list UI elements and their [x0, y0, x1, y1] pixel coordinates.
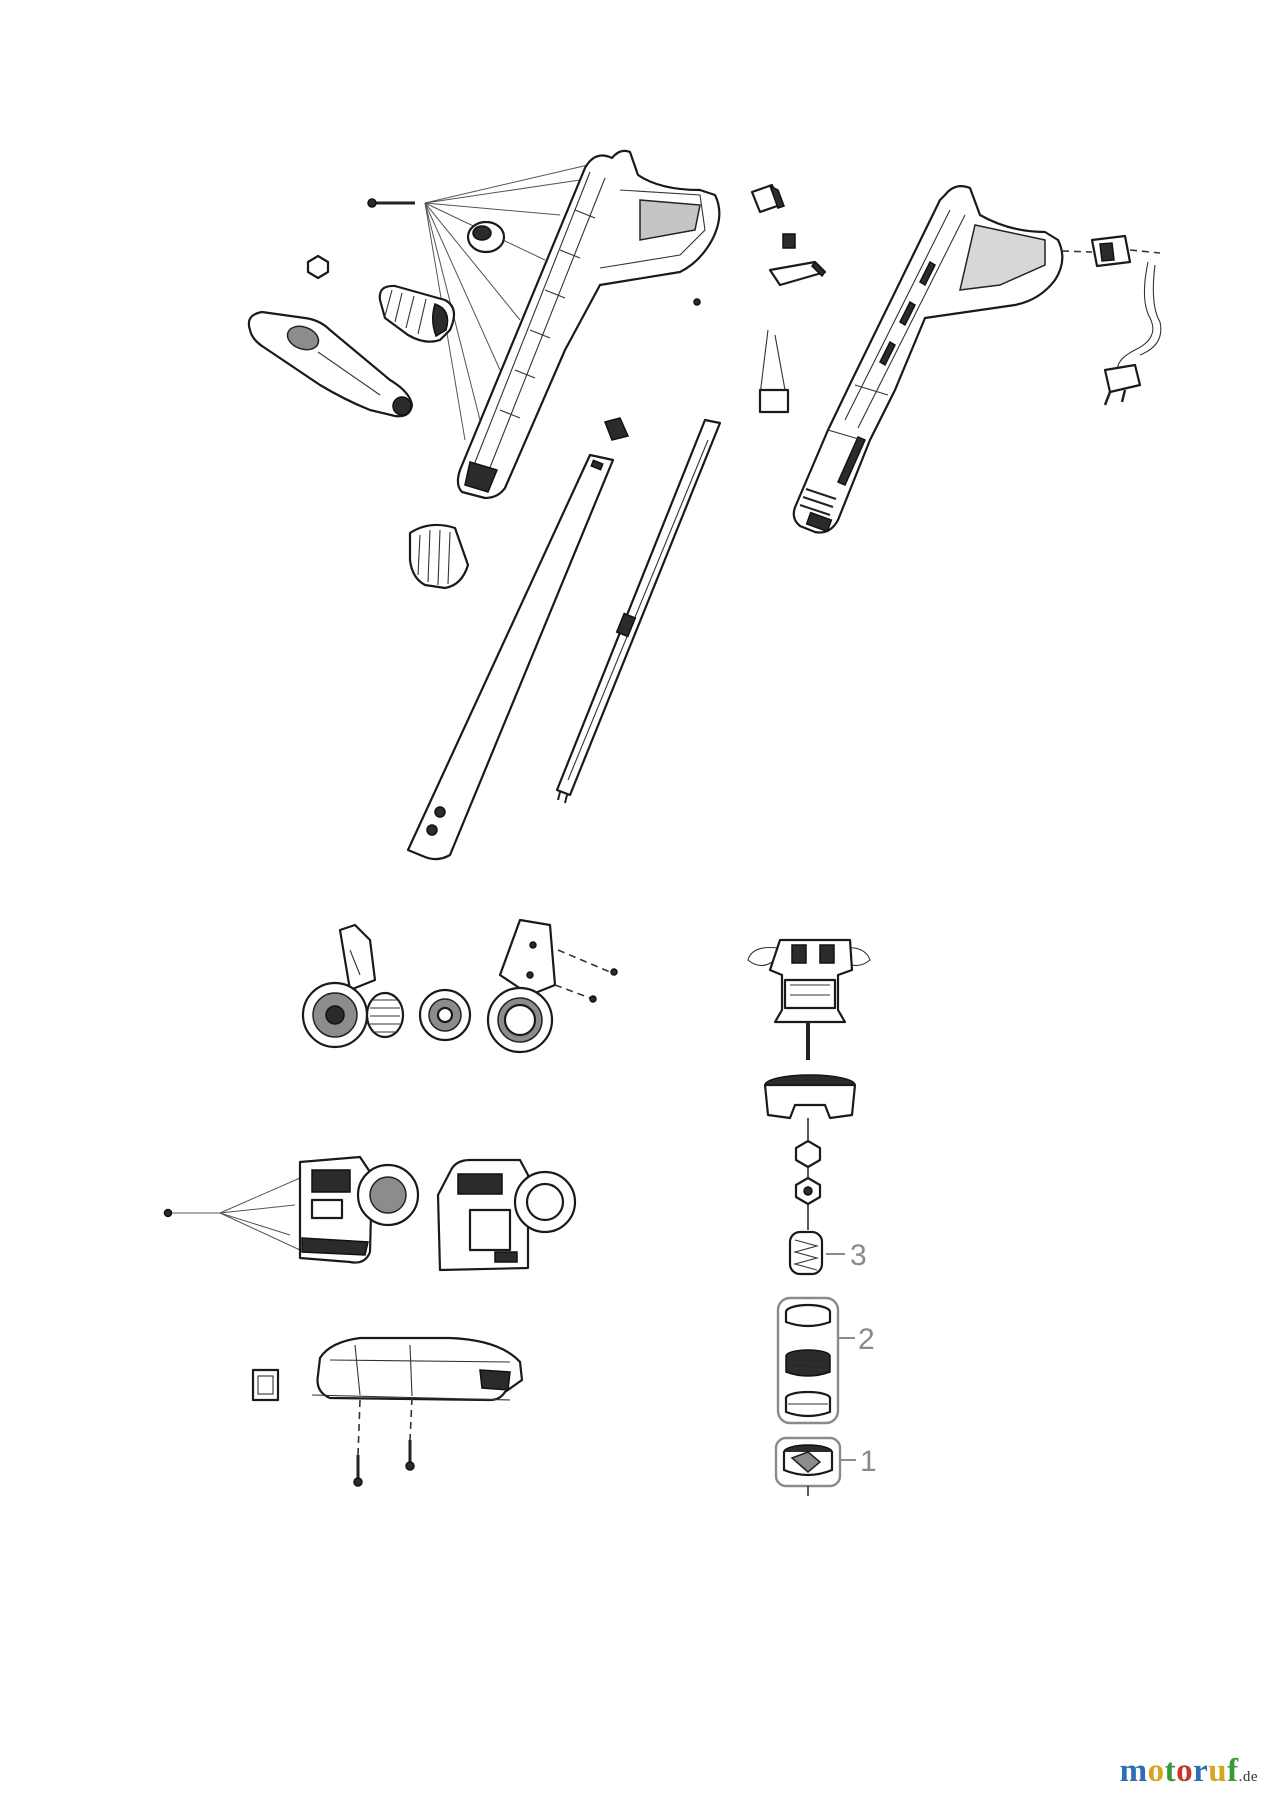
handle-left-shell-assembly: [247, 149, 827, 861]
grip-ribs: [799, 488, 837, 516]
motor-housing-assembly: [163, 1155, 577, 1272]
logo-domain: .de: [1238, 1769, 1258, 1785]
knob-small-icon: [466, 220, 506, 254]
drive-nut-icon: [794, 1139, 822, 1169]
joint-spring-icon: [365, 991, 405, 1039]
logo-letter: t: [1164, 1753, 1177, 1789]
screw-housing-icon: [163, 1208, 220, 1218]
callout-3: 3: [826, 1239, 867, 1272]
housing-half-right-icon: [436, 1158, 577, 1272]
spool-cap-icon: [774, 1436, 842, 1496]
housing-half-left-icon: [298, 1155, 420, 1264]
joint-gear-icon: [418, 988, 472, 1042]
motor-icon: [747, 938, 871, 1060]
callout-1-label: 1: [860, 1445, 877, 1478]
spool-group-icon: [776, 1296, 840, 1425]
wire-terminal-icon: [758, 329, 790, 414]
threaded-collar-icon: [408, 523, 470, 590]
logo-letter: o: [1147, 1753, 1165, 1789]
nut-icon: [306, 254, 330, 280]
callout-1: 1: [840, 1445, 877, 1478]
motoruf-logo: motoruf.de: [1120, 1753, 1258, 1790]
handle-shell-left-icon: [456, 149, 721, 500]
screw-icon: [367, 198, 415, 208]
guard-clip-icon: [251, 1368, 280, 1402]
logo-letter: r: [1193, 1753, 1209, 1789]
roller-icon: [378, 284, 456, 343]
cable-rod-icon: [555, 418, 722, 804]
joint-bracket-left-icon: [301, 923, 377, 1049]
coupling-icon: [603, 417, 630, 441]
joint-bracket-right-icon: [486, 918, 618, 1054]
trigger-icon: [768, 260, 827, 287]
logo-letter: f: [1227, 1753, 1239, 1789]
angle-joint-assembly: [301, 918, 618, 1054]
washer-icon: [794, 1176, 822, 1206]
logo-letter: o: [1176, 1753, 1194, 1789]
lower-tube-icon: [406, 453, 615, 861]
power-cord-assembly: [1061, 234, 1162, 406]
motor-spool-stack: 3 2 1: [747, 938, 877, 1496]
callout-2: 2: [838, 1323, 875, 1356]
handle-assembled: [792, 185, 1064, 534]
power-plug-icon: [1103, 363, 1142, 406]
guard-assembly: [251, 1336, 524, 1487]
screw-small-icon: [693, 298, 701, 306]
guard-icon: [311, 1336, 524, 1402]
logo-letter: u: [1208, 1753, 1228, 1789]
callout-3-label: 3: [850, 1239, 867, 1272]
motor-base-icon: [763, 1074, 857, 1120]
callout-2-label: 2: [858, 1323, 875, 1356]
cord-socket-icon: [1090, 234, 1132, 268]
guard-screw-right-icon: [405, 1440, 415, 1471]
guard-screw-left-icon: [353, 1455, 363, 1487]
logo-letter: m: [1119, 1753, 1148, 1789]
switch-cap-icon: [750, 183, 785, 214]
spool-spring-icon: [788, 1230, 824, 1276]
auxiliary-handle-icon: [247, 310, 414, 418]
trigger-spring-icon: [782, 233, 796, 249]
